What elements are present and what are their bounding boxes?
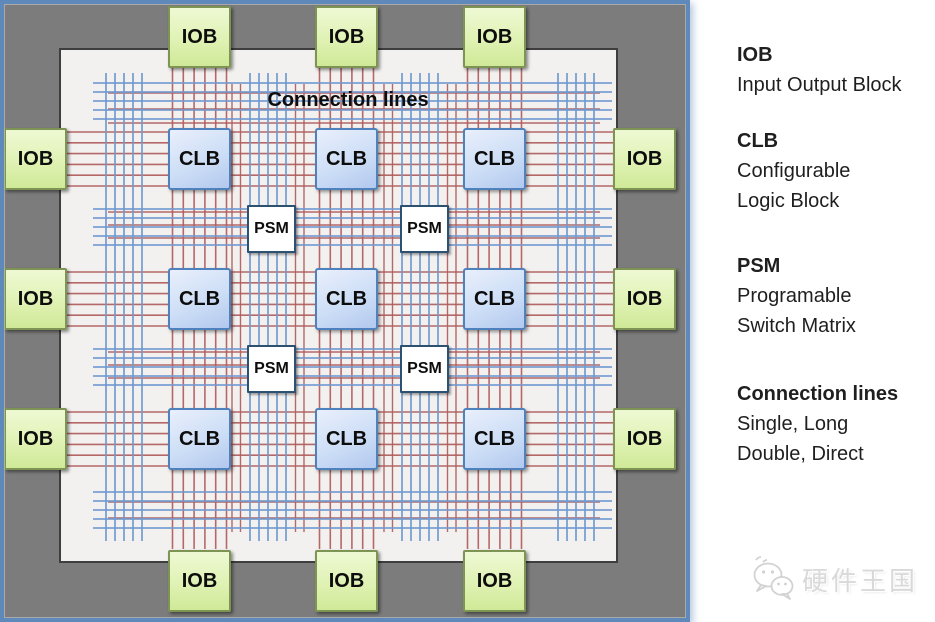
iob-label: IOB — [328, 25, 365, 48]
clb-block: CLB — [315, 128, 378, 190]
blue-wires — [93, 73, 612, 541]
legend-term: CLB — [737, 130, 779, 152]
iob-label: IOB — [476, 25, 513, 48]
iob-label: IOB — [626, 427, 663, 450]
legend-description-line: Logic Block — [737, 190, 840, 212]
clb-label: CLB — [473, 427, 516, 450]
legend-description-line: Programable — [737, 285, 852, 307]
clb-block: CLB — [315, 268, 378, 330]
clb-block: CLB — [463, 128, 526, 190]
psm-label: PSM — [254, 220, 289, 237]
legend-description-line: Input Output Block — [737, 74, 902, 96]
clb-label: CLB — [325, 147, 368, 170]
clb-label: CLB — [178, 427, 221, 450]
iob-block: IOB — [463, 6, 526, 68]
legend-term: PSM — [737, 255, 781, 277]
iob-block: IOB — [4, 268, 67, 330]
iob-label: IOB — [328, 569, 365, 592]
psm-block: PSM — [400, 345, 449, 393]
iob-label: IOB — [626, 147, 663, 170]
clb-block: CLB — [168, 408, 231, 470]
clb-block: CLB — [168, 268, 231, 330]
iob-block: IOB — [613, 408, 676, 470]
watermark-text: 硬件王国 — [802, 565, 919, 596]
clb-label: CLB — [325, 287, 368, 310]
clb-block: CLB — [168, 128, 231, 190]
psm-label: PSM — [407, 220, 442, 237]
fpga-architecture-diagram: Connection lines IOB IOB IOB IOB IOB IOB IOB IO… — [0, 0, 690, 622]
iob-label: IOB — [181, 25, 218, 48]
legend-term: IOB — [737, 44, 773, 66]
iob-block: IOB — [613, 128, 676, 190]
iob-block: IOB — [168, 550, 231, 612]
iob-block: IOB — [315, 6, 378, 68]
iob-label: IOB — [17, 147, 54, 170]
wechat-icon — [753, 556, 794, 600]
clb-block: CLB — [463, 268, 526, 330]
clb-label: CLB — [473, 147, 516, 170]
legend-description-line: Switch Matrix — [737, 315, 856, 337]
legend-entry: IOB Input Output Block — [737, 40, 902, 100]
legend-description-line: Configurable — [737, 160, 851, 182]
psm-block: PSM — [247, 345, 296, 393]
legend-description-line: Single, Long — [737, 413, 849, 435]
clb-label: CLB — [473, 287, 516, 310]
iob-block: IOB — [4, 128, 67, 190]
clb-label: CLB — [325, 427, 368, 450]
clb-block: CLB — [315, 408, 378, 470]
iob-label: IOB — [17, 287, 54, 310]
clb-block: CLB — [463, 408, 526, 470]
iob-block: IOB — [463, 550, 526, 612]
watermark: 硬件王国 — [752, 556, 918, 602]
iob-label: IOB — [476, 569, 513, 592]
iob-block: IOB — [4, 408, 67, 470]
clb-label: CLB — [178, 287, 221, 310]
iob-label: IOB — [17, 427, 54, 450]
psm-label: PSM — [407, 360, 442, 377]
iob-label: IOB — [181, 569, 218, 592]
legend-term: Connection lines — [737, 383, 899, 405]
psm-label: PSM — [254, 360, 289, 377]
iob-block: IOB — [315, 550, 378, 612]
legend-description-line: Double, Direct — [737, 443, 864, 465]
connection-lines-title: Connection lines — [267, 89, 429, 111]
iob-block: IOB — [168, 6, 231, 68]
iob-block: IOB — [613, 268, 676, 330]
psm-block: PSM — [247, 205, 296, 253]
clb-label: CLB — [178, 147, 221, 170]
psm-block: PSM — [400, 205, 449, 253]
iob-label: IOB — [626, 287, 663, 310]
